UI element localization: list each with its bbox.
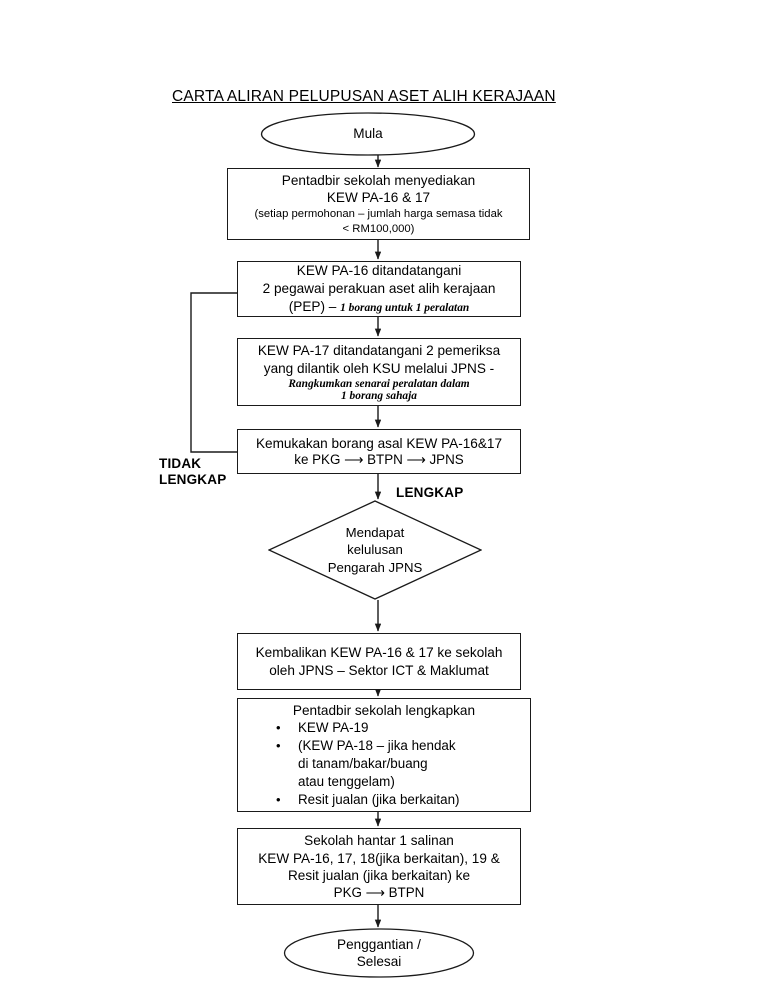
- arrow-right-icon-3: ⟶: [365, 885, 385, 900]
- node-step4-text: Kemukakan borang asal KEW PA-16&17 ke PK…: [238, 435, 520, 469]
- list-item: Resit jualan (jika berkaitan): [276, 791, 524, 809]
- node-start-label: Mula: [353, 126, 383, 142]
- node-end-text: Penggantian / Selesai: [283, 928, 475, 978]
- node-step1: Pentadbir sekolah menyediakan KEW PA-16 …: [227, 168, 530, 240]
- node-step1-text: Pentadbir sekolah menyediakan KEW PA-16 …: [228, 172, 529, 237]
- node-step3-line3: Rangkumkan senarai peralatan dalam: [288, 377, 470, 390]
- chart-title: CARTA ALIRAN PELUPUSAN ASET ALIH KERAJAA…: [172, 88, 556, 105]
- node-step2-line3-prefix: (PEP) –: [288, 298, 341, 314]
- end-ellipse-shape: [283, 928, 475, 978]
- list-item: KEW PA-19: [276, 719, 524, 737]
- node-step3: KEW PA-17 ditandatangani 2 pemeriksa yan…: [237, 338, 521, 406]
- node-step3-line2: yang dilantik oleh KSU melalui JPNS -: [263, 361, 495, 376]
- node-step2-line3-italic: 1 borang untuk 1 peralatan: [340, 301, 470, 314]
- arrow-right-icon-2: ⟶: [406, 452, 426, 468]
- node-decision-text: Mendapat kelulusan Pengarah JPNS: [268, 500, 482, 600]
- node-step3-line4: 1 borang sahaja: [341, 389, 417, 402]
- node-step4-dest2: BTPN: [367, 452, 403, 468]
- node-end-line1: Penggantian /: [337, 936, 421, 952]
- node-step1-line2: KEW PA-16 & 17: [326, 190, 431, 206]
- node-step4: Kemukakan borang asal KEW PA-16&17 ke PK…: [237, 429, 521, 474]
- node-start: Mula: [260, 112, 476, 156]
- node-step7-line3: Resit jualan (jika berkaitan) ke: [287, 868, 471, 884]
- node-step3-text: KEW PA-17 ditandatangani 2 pemeriksa yan…: [238, 342, 520, 401]
- node-step6-text: Pentadbir sekolah lengkapkan KEW PA-19 (…: [238, 702, 530, 809]
- node-step5-line1: Kembalikan KEW PA-16 & 17 ke sekolah: [255, 644, 503, 660]
- decision-diamond-shape: [268, 500, 482, 600]
- edge-label-lengkap: LENGKAP: [396, 485, 464, 500]
- node-step5: Kembalikan KEW PA-16 & 17 ke sekolah ole…: [237, 633, 521, 690]
- node-step5-text: Kembalikan KEW PA-16 & 17 ke sekolah ole…: [238, 644, 520, 679]
- node-step6-bullet-list: KEW PA-19 (KEW PA-18 – jika hendak di ta…: [244, 719, 524, 808]
- node-step4-dest1: ke PKG: [294, 452, 341, 468]
- node-end: Penggantian / Selesai: [283, 928, 475, 978]
- node-step7-line2: KEW PA-16, 17, 18(jika berkaitan), 19 &: [258, 850, 500, 866]
- node-decision-line3: Pengarah JPNS: [327, 559, 423, 575]
- node-step6: Pentadbir sekolah lengkapkan KEW PA-19 (…: [237, 698, 531, 812]
- node-step5-line2: oleh JPNS – Sektor ICT & Maklumat: [269, 662, 489, 678]
- node-step1-line4: < RM100,000): [342, 222, 415, 235]
- edge-label-tidak-lengkap: TIDAK LENGKAP: [159, 456, 227, 488]
- node-step7-line1: Sekolah hantar 1 salinan: [304, 832, 454, 848]
- arrow-right-icon-1: ⟶: [344, 452, 364, 468]
- node-step3-line1: KEW PA-17 ditandatangani 2 pemeriksa: [257, 343, 501, 359]
- node-step2-line3: (PEP) – 1 borang untuk 1 peralatan: [244, 298, 514, 316]
- node-decision-line1: Mendapat: [345, 525, 405, 541]
- node-step2-text: KEW PA-16 ditandatangani 2 pegawai perak…: [238, 262, 520, 315]
- node-step1-line1: Pentadbir sekolah menyediakan: [281, 172, 476, 188]
- node-step7-dest2: BTPN: [388, 885, 425, 900]
- node-step4-line1: Kemukakan borang asal KEW PA-16&17: [255, 435, 503, 451]
- node-step6-heading: Pentadbir sekolah lengkapkan: [292, 702, 476, 718]
- start-ellipse-shape: [260, 112, 476, 156]
- node-decision: Mendapat kelulusan Pengarah JPNS: [268, 500, 482, 600]
- list-item: (KEW PA-18 – jika hendak di tanam/bakar/…: [276, 737, 524, 790]
- node-decision-line2: kelulusan: [347, 542, 403, 558]
- node-step2-line2: 2 pegawai perakuan aset alih kerajaan: [262, 281, 496, 297]
- node-step7-dest1: PKG: [333, 885, 362, 900]
- node-step7-text: Sekolah hantar 1 salinan KEW PA-16, 17, …: [238, 832, 520, 901]
- node-step4-dest3: JPNS: [429, 452, 464, 468]
- node-step2: KEW PA-16 ditandatangani 2 pegawai perak…: [237, 261, 521, 317]
- node-step4-line2: ke PKG ⟶ BTPN ⟶ JPNS: [244, 452, 514, 468]
- node-end-line2: Selesai: [356, 954, 402, 969]
- node-step1-line3: (setiap permohonan – jumlah harga semasa…: [254, 208, 503, 220]
- node-step7-line4: PKG ⟶ BTPN: [244, 885, 514, 901]
- node-step2-line1: KEW PA-16 ditandatangani: [296, 263, 462, 279]
- node-step7: Sekolah hantar 1 salinan KEW PA-16, 17, …: [237, 828, 521, 905]
